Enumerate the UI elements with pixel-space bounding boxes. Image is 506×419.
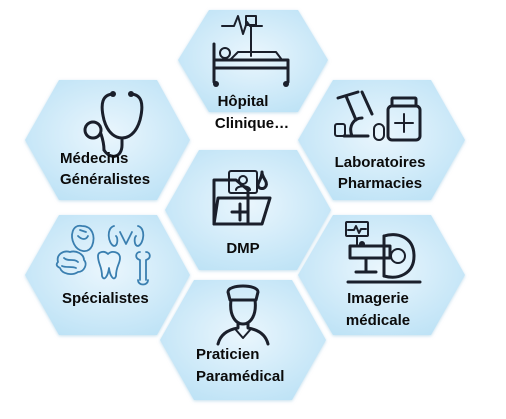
medical-folder-icon bbox=[212, 170, 272, 226]
hex-hopital: Hôpital Clinique… bbox=[178, 10, 328, 132]
specialistes-label: Spécialistes bbox=[62, 290, 149, 307]
hex-medecins: Médecins Généralistes bbox=[25, 80, 190, 200]
hex-shape-medecins bbox=[25, 80, 190, 200]
dmp-label: DMP bbox=[226, 240, 259, 257]
imagerie-label-line2: médicale bbox=[346, 312, 410, 329]
stethoscope-icon bbox=[83, 91, 144, 158]
mri-scanner-icon bbox=[345, 221, 422, 284]
laboratoires-label-line2: Pharmacies bbox=[338, 175, 422, 192]
laboratoires-label-line1: Laboratoires bbox=[335, 154, 426, 171]
hex-imagerie: Imagerie médicale bbox=[298, 215, 465, 335]
microscope-pills-icon bbox=[334, 90, 422, 142]
paramedical-label-line1: Praticien bbox=[196, 346, 259, 363]
hex-dmp: DMP bbox=[165, 150, 331, 270]
organs-icon bbox=[55, 224, 151, 286]
hex-shape-imagerie bbox=[298, 215, 465, 335]
imagerie-label-line1: Imagerie bbox=[347, 290, 409, 307]
hopital-label-line2: Clinique… bbox=[215, 115, 289, 132]
hex-shape-paramedical bbox=[160, 280, 326, 400]
paramedical-label-line2: Paramédical bbox=[196, 368, 284, 385]
hex-laboratoires: Laboratoires Pharmacies bbox=[298, 80, 465, 200]
medecins-label-line2: Généralistes bbox=[60, 171, 150, 188]
hospital-bed-icon bbox=[212, 15, 290, 87]
hopital-label-line1: Hôpital bbox=[218, 93, 269, 110]
hex-specialistes: Spécialistes bbox=[25, 215, 190, 335]
nurse-icon bbox=[216, 284, 270, 346]
hex-paramedical: Praticien Paramédical bbox=[160, 280, 326, 400]
medecins-label-line1: Médecins bbox=[60, 150, 128, 167]
